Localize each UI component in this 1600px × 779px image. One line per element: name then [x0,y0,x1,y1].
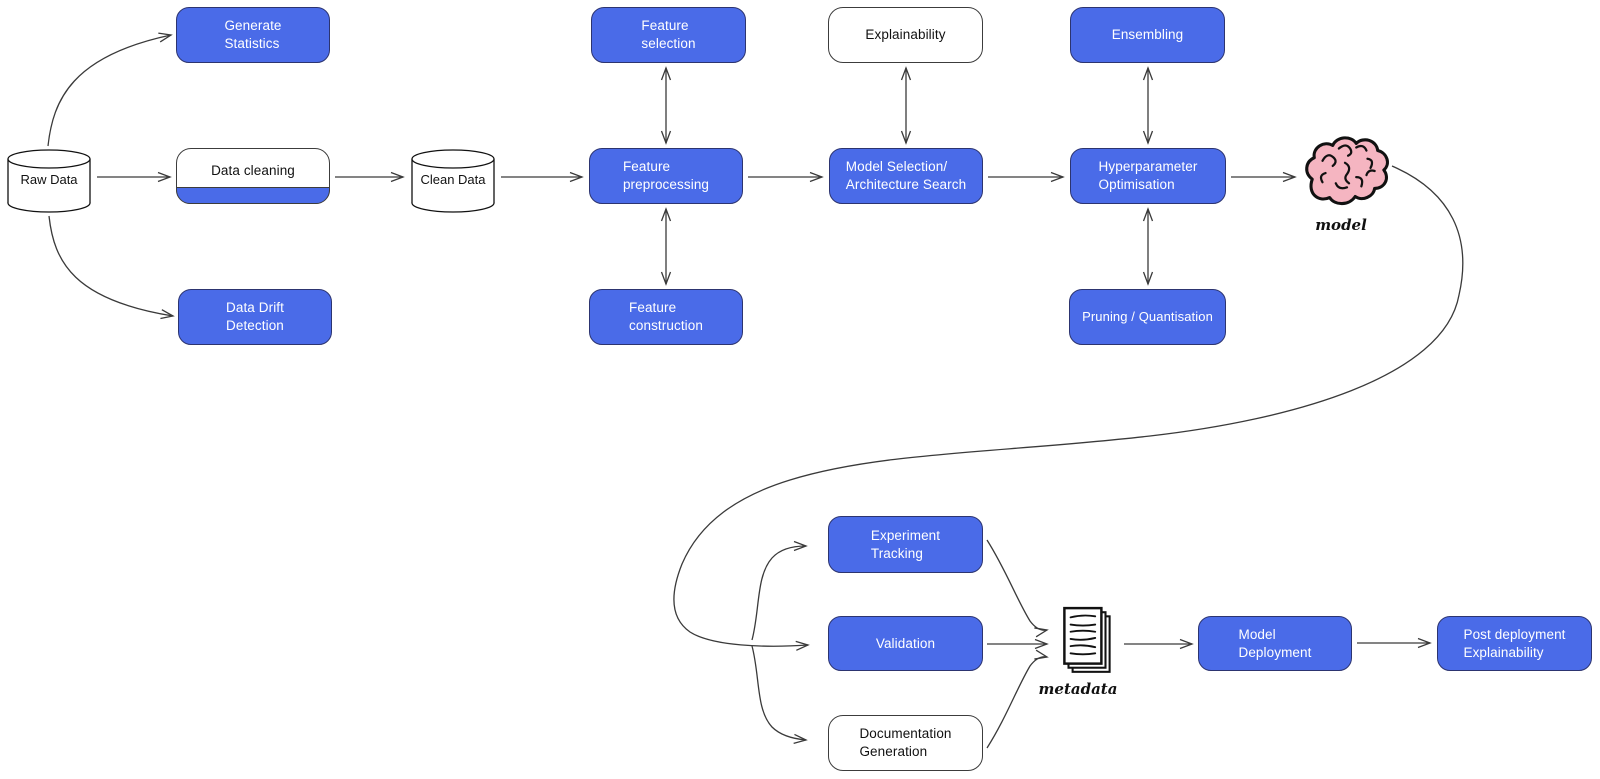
metadata-document-icon [1063,606,1111,673]
node-label: Model Selection/ Architecture Search [845,159,967,192]
node-label: Explainability [865,27,946,43]
arrow-rawdata-to-data-drift [48,215,175,320]
node-documentation-generation: Documentation Generation [828,715,983,771]
node-explainability: Explainability [828,7,983,63]
node-data-drift-detection: Data Drift Detection [178,289,332,345]
node-label: Ensembling [1111,27,1184,43]
arrow-documentation-to-metadata [986,649,1049,749]
node-label: Hyperparameter Optimisation [1098,159,1198,192]
curve-model-to-validation [673,165,1464,651]
node-label: Data cleaning [211,163,295,179]
node-label: Experiment Tracking [870,527,941,561]
node-label: Feature construction [629,300,703,333]
node-hyperparameter-optimisation: Hyperparameter Optimisation [1070,148,1226,204]
node-experiment-tracking: Experiment Tracking [828,516,983,573]
cylinder-icon [411,149,495,213]
node-label: Validation [875,635,936,651]
node-generate-statistics: Generate Statistics [176,7,330,63]
node-feature-selection: Feature selection [591,7,746,63]
node-feature-construction: Feature construction [589,289,743,345]
node-label: Post deployment Explainability [1463,626,1566,660]
node-label: Feature preprocessing [622,159,710,192]
node-pruning-quantisation: Pruning / Quantisation [1069,289,1226,345]
arrow-experiment-tracking-to-metadata [986,539,1049,638]
metadata-documents [1056,604,1118,683]
raw-data-label: Raw Data [20,172,78,187]
node-label: Feature selection [641,18,696,51]
node-label: Generate Statistics [224,18,282,51]
node-model-deployment: Model Deployment [1198,616,1352,671]
clean-data-label: Clean Data [420,172,486,187]
node-label: Pruning / Quantisation [1082,308,1213,324]
node-feature-preprocessing: Feature preprocessing [589,148,743,204]
raw-data-cylinder: Raw Data [6,148,92,214]
node-ensembling: Ensembling [1070,7,1225,63]
model-brain [1300,134,1392,213]
arrow-rawdata-to-generate-statistics [47,32,173,147]
branch-to-experiment-tracking [751,540,808,641]
node-data-cleaning: Data cleaning [176,148,330,204]
node-label: Documentation Generation [859,726,952,759]
node-label: Data Drift Detection [225,300,284,333]
clean-data-cylinder: Clean Data [410,148,496,214]
cylinder-icon [7,149,91,213]
node-label: Model Deployment [1238,626,1312,660]
brain-icon [1305,136,1389,206]
node-model-selection: Model Selection/ Architecture Search [829,148,983,204]
metadata-caption: metadata [1038,680,1118,698]
node-validation: Validation [828,616,983,671]
branch-to-documentation [751,645,808,745]
node-post-deployment-explainability: Post deployment Explainability [1437,616,1592,671]
model-caption: model [1315,216,1367,234]
progress-strip [176,187,330,204]
